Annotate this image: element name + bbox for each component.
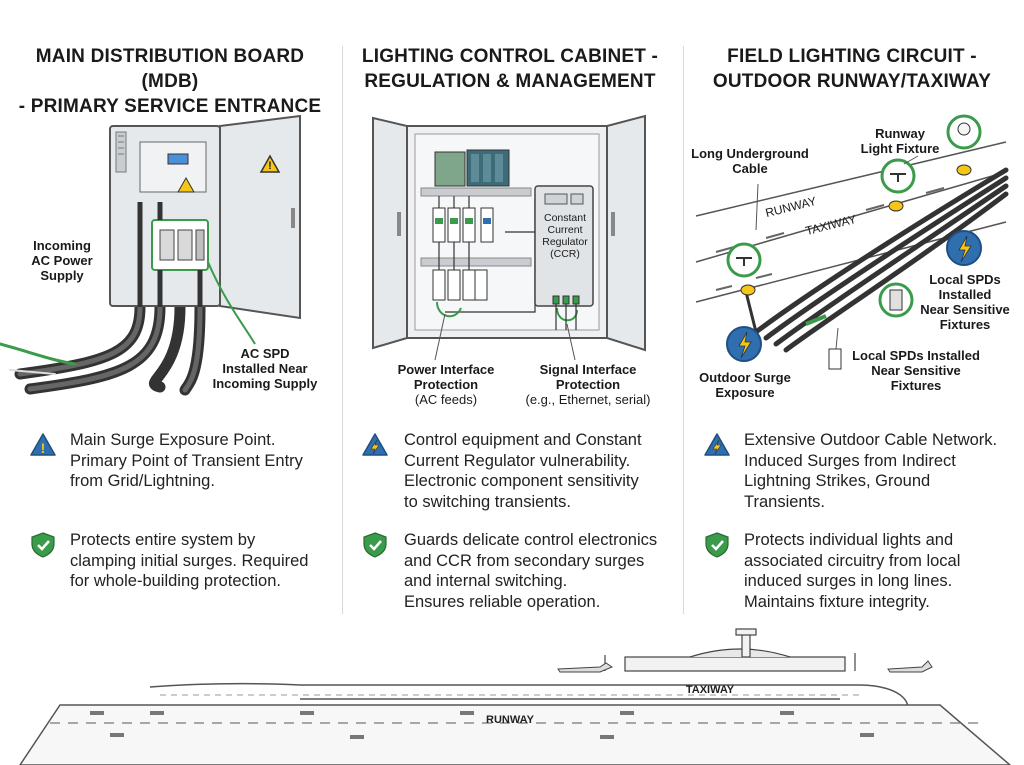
svg-text:!: ! — [268, 160, 272, 172]
control-cabinet-title: LIGHTING CONTROL CABINET - REGULATION & … — [361, 46, 659, 92]
lightning-triangle-icon — [704, 433, 730, 456]
airport-runway-label: RUNWAY — [486, 714, 535, 726]
runway-fixture-label: Runway Light Fixture — [860, 126, 940, 156]
local-spd-label-a: Local SPDs Installed Near Sensitive Fixt… — [920, 272, 1010, 332]
signal-interface-sub: (e.g., Ethernet, serial) — [525, 392, 651, 407]
warning-triangle-icon: ! — [30, 433, 56, 456]
mdb-risk-text: Main Surge Exposure Point. Primary Point… — [70, 431, 303, 490]
mdb-protect-text: Protects entire system by clamping initi… — [70, 531, 309, 590]
mdb-title: MAIN DISTRIBUTION BOARD (MDB) - PRIMARY … — [18, 46, 322, 117]
incoming-power-label: Incoming AC Power Supply — [31, 238, 93, 283]
ccr-label: Constant Current Regulator (CCR) — [542, 212, 588, 260]
field-protect-text: Protects individual lights and associate… — [744, 531, 961, 611]
column-divider-2 — [683, 46, 684, 614]
power-interface-label: Power Interface Protection (AC feeds) — [381, 362, 511, 407]
airport-layout-drawing: TAXIWAY RUNWAY — [19, 628, 1012, 765]
airport-taxiway-label: TAXIWAY — [686, 684, 735, 696]
shield-check-icon — [705, 532, 729, 558]
control-cabinet-drawing — [372, 114, 646, 361]
surge-exposure-label: Outdoor Surge Exposure — [699, 370, 791, 400]
field-risk-text: Extensive Outdoor Cable Network. Induced… — [744, 431, 998, 511]
cabinet-risk-text: Control equipment and Constant Current R… — [404, 431, 642, 511]
underground-cable-label: Long Underground Cable — [691, 146, 809, 176]
mdb-cabinet-drawing: ! — [0, 114, 301, 396]
lightning-triangle-icon — [362, 433, 388, 456]
field-circuit-drawing — [695, 114, 1009, 370]
field-circuit-title: FIELD LIGHTING CIRCUIT - OUTDOOR RUNWAY/… — [712, 46, 992, 92]
power-interface-sub: (AC feeds) — [414, 392, 478, 407]
shield-check-icon — [31, 532, 55, 558]
cabinet-protect-text: Guards delicate control electronics and … — [404, 531, 658, 611]
ac-spd-label: AC SPD Installed Near Incoming Supply — [212, 346, 318, 391]
local-spd-label-b: Local SPDs Installed Near Sensitive Fixt… — [852, 348, 980, 393]
shield-check-icon — [363, 532, 387, 558]
mdb-illustration: ! Incoming AC Power Supply AC SPD Instal… — [0, 112, 330, 422]
terminal-building — [604, 628, 856, 672]
aircraft-right — [887, 660, 933, 673]
signal-interface-label: Signal Interface Protection (e.g., Ether… — [513, 362, 663, 407]
control-cabinet-illustration: Constant Current Regulator (CCR) Power I… — [345, 112, 675, 422]
svg-text:!: ! — [41, 440, 46, 456]
field-circuit-illustration: Long Underground Cable Runway Light Fixt… — [686, 112, 1016, 422]
column-divider-1 — [342, 46, 343, 614]
aircraft-left — [557, 662, 614, 673]
